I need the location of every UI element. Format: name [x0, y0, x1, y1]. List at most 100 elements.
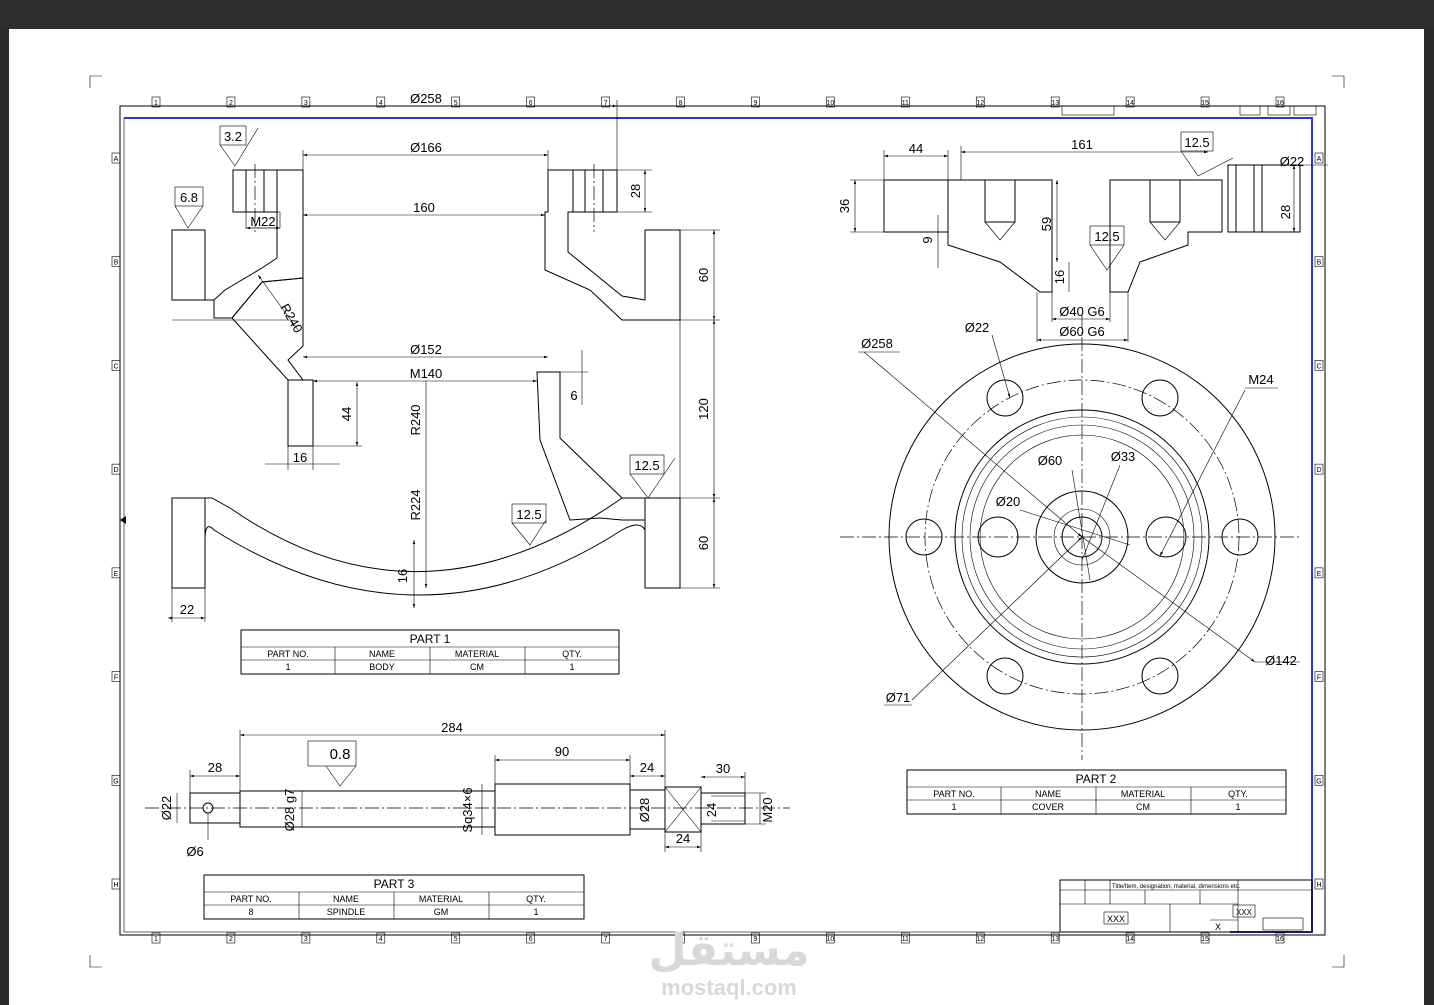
dim-cover-28: 28: [1278, 205, 1293, 219]
title-block-xxx: XXX: [1107, 914, 1125, 924]
grid-col-bottom: 13: [1051, 936, 1059, 943]
part3-surface-finish: 0.8: [307, 740, 357, 787]
dim-spindle-30: 30: [716, 761, 730, 776]
grid-col-top: 10: [827, 100, 835, 107]
dim-28: 28: [628, 184, 643, 198]
grid-row-left-box: [111, 878, 121, 890]
grid-col-bottom-box: [451, 932, 461, 944]
bolt-holes: [905, 379, 1259, 695]
dim-cover-9: 9: [920, 236, 935, 243]
grid-col-top-box: [1275, 96, 1285, 108]
part1-surface-finish: 3.2 6.8 12.5 12.5: [174, 125, 676, 546]
dim-spindle-24c: 24: [676, 831, 690, 846]
dim-m22: M22: [250, 214, 275, 229]
part2-table-title: PART 2: [1076, 772, 1117, 786]
grid-col-top-box: [1200, 96, 1210, 108]
grid-col-top-box: [901, 96, 910, 108]
grid-col-top: 1: [154, 100, 158, 107]
grid-row-right-box: [1314, 463, 1324, 475]
dim-cover-d33: Ø33: [1111, 449, 1136, 464]
table-header: MATERIAL: [1121, 789, 1165, 799]
finish-12-5b: 12.5: [516, 507, 541, 522]
dim-spindle-m20: M20: [760, 797, 775, 822]
table-header: QTY.: [1228, 789, 1248, 799]
grid-col-bottom-box: [1050, 932, 1060, 944]
grid-row-right-box: [1314, 256, 1324, 268]
grid-row-left: E: [114, 571, 119, 578]
grid-row-right: E: [1317, 571, 1322, 578]
grid-col-bottom: 9: [754, 936, 758, 943]
table-header: PART NO.: [933, 789, 975, 799]
part1-table-title: PART 1: [410, 632, 451, 646]
grid-col-bottom: 3: [304, 936, 308, 943]
grid-col-top-box: [1050, 96, 1060, 108]
grid-col-bottom-box: [151, 932, 161, 944]
dim-cover-m24: M24: [1248, 372, 1273, 387]
grid-row-right: B: [1317, 260, 1322, 267]
grid-row-left: F: [114, 675, 118, 682]
grid-col-top-box: [226, 96, 236, 108]
crop-marks: [89, 75, 1345, 968]
dim-cover-d71: Ø71: [886, 690, 911, 705]
finish-spindle-0-8: 0.8: [330, 746, 351, 763]
table-cell: 1: [533, 907, 538, 917]
dim-cover-d22: Ø22: [1280, 154, 1305, 169]
sheet-tag-boxes: [1061, 105, 1317, 116]
grid-col-top: 2: [229, 100, 233, 107]
centering-mark: [120, 516, 126, 524]
grid-col-top: 6: [529, 100, 533, 107]
grid-row-right: C: [1316, 363, 1321, 370]
dim-spindle-d22: Ø22: [159, 796, 174, 821]
dim-spindle-d28b: Ø28: [637, 798, 652, 823]
table-cell: 8: [248, 907, 253, 917]
dim-cover-36: 36: [837, 199, 852, 213]
dim-16b: 16: [293, 450, 307, 465]
dim-r240b: R240: [408, 404, 423, 435]
table-cell: BODY: [369, 662, 395, 672]
dim-spindle-24a: 24: [640, 760, 654, 775]
grid-col-top: 16: [1276, 100, 1284, 107]
dim-spindle-d28g7: Ø28 g7: [282, 789, 297, 832]
dim-22: 22: [180, 602, 194, 617]
dim-d258: Ø258: [410, 91, 442, 106]
dim-cover-161: 161: [1071, 137, 1093, 152]
grid-row-left-box: [111, 774, 121, 786]
grid-col-bottom: 4: [379, 936, 383, 943]
dim-spindle-284: 284: [441, 720, 463, 735]
grid-col-bottom: 6: [529, 936, 533, 943]
dim-cover-d20: Ø20: [996, 494, 1021, 509]
part2-table: PART 2 PART NO. NAME MATERIAL QTY. 1 COV…: [906, 769, 1287, 815]
grid-col-bottom: 8: [679, 936, 683, 943]
watermark-latin: mostaql.com: [661, 975, 797, 1000]
table-header: QTY.: [562, 649, 582, 659]
finish-cover-12-5b: 12.5: [1094, 229, 1119, 244]
title-block: XXX XXX X Title/Item, designation, mater…: [1059, 879, 1313, 933]
title-block-xxx2: XXX: [1236, 908, 1253, 917]
watermark: مستقل mostaql.com: [629, 927, 829, 1001]
grid-col-top-box: [301, 96, 311, 108]
grid-col-bottom: 1: [154, 936, 158, 943]
grid-col-top-box: [676, 96, 685, 108]
grid-row-left-box: [111, 463, 121, 475]
grid-col-top: 14: [1126, 100, 1134, 107]
dim-cover-d258: Ø258: [861, 336, 893, 351]
dim-cover-d142: Ø142: [1265, 653, 1297, 668]
grid-col-bottom-box: [1200, 932, 1210, 944]
grid-col-bottom: 16: [1276, 936, 1284, 943]
dim-cover-16: 16: [1052, 270, 1067, 284]
grid-row-right-box: [1314, 671, 1324, 682]
grid-col-bottom-box: [1125, 932, 1135, 944]
grid-col-bottom: 15: [1201, 936, 1209, 943]
dim-cover-d40: Ø40 G6: [1059, 304, 1105, 319]
grid-row-left-box: [111, 152, 121, 164]
grid-col-top: 15: [1201, 100, 1209, 107]
grid-row-left-box: [111, 671, 121, 682]
grid-col-bottom-box: [301, 932, 311, 944]
grid-col-bottom-box: [676, 932, 685, 944]
grid-col-top-box: [151, 96, 161, 108]
grid-col-bottom-box: [901, 932, 910, 944]
dim-16a: 16: [395, 569, 410, 583]
outer-frame: [119, 105, 1326, 936]
grid-col-top: 8: [679, 100, 683, 107]
